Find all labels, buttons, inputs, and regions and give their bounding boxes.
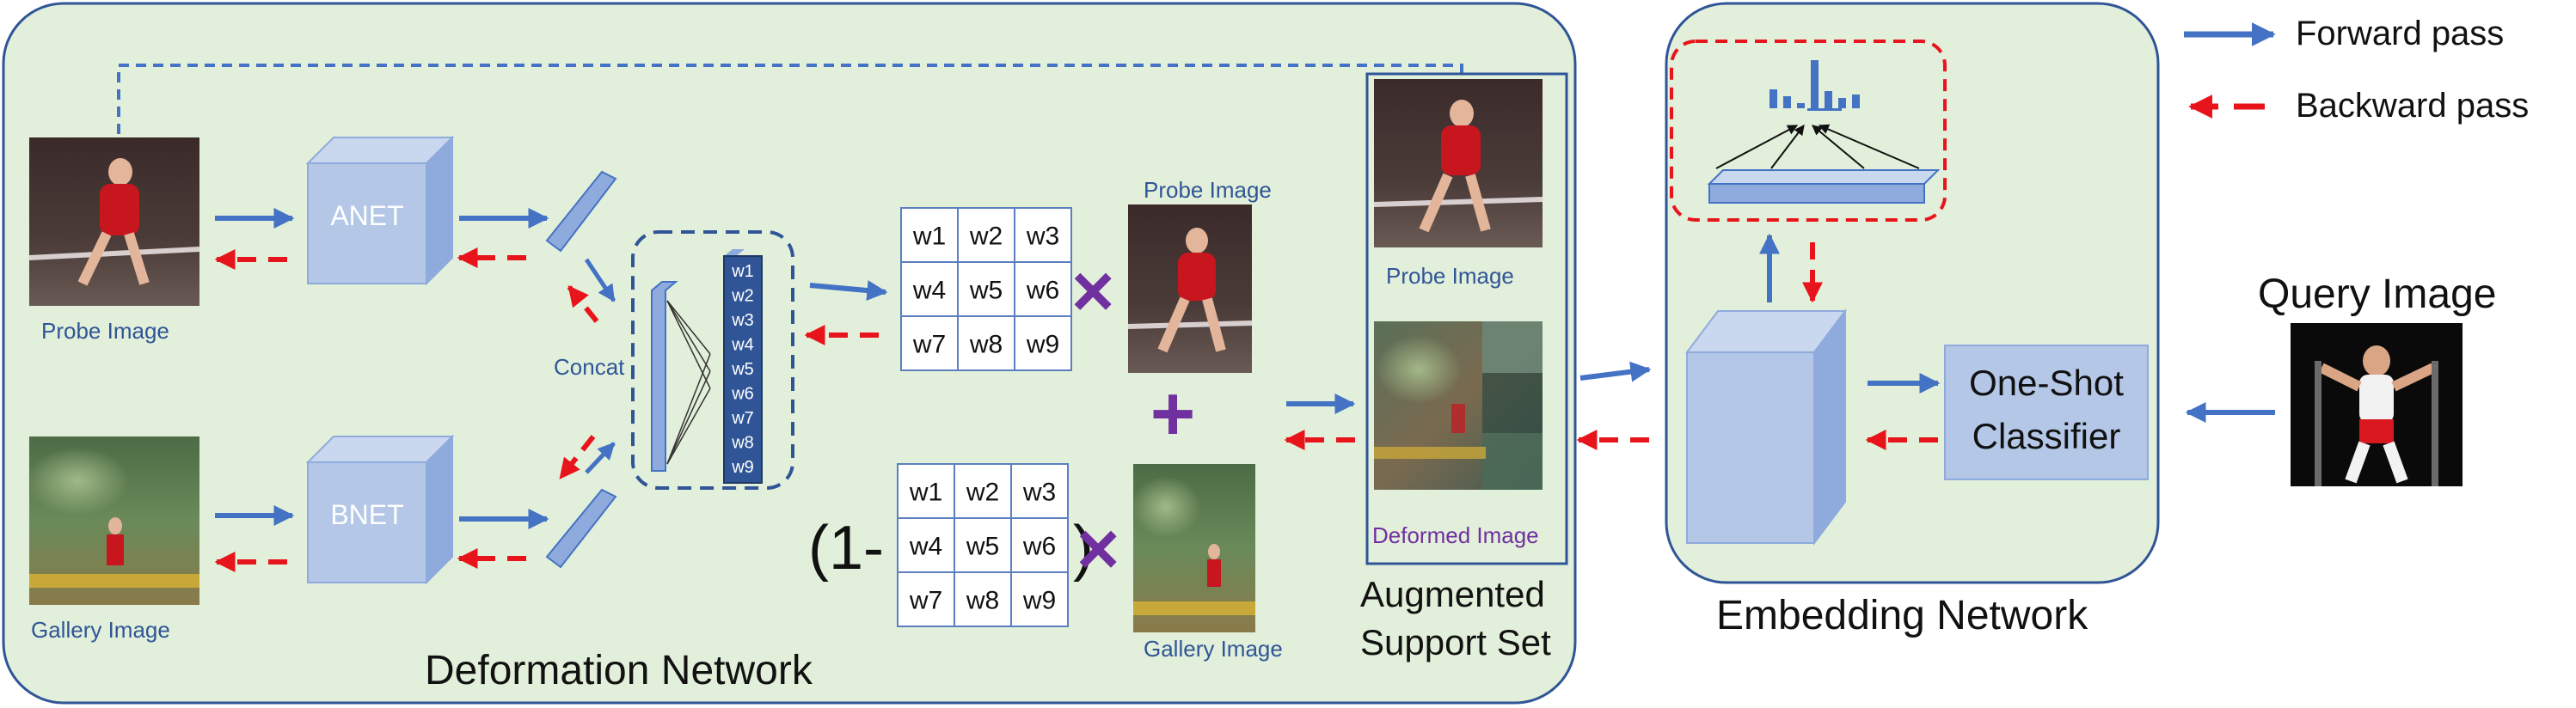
bnet-feature-to-concat-arrow <box>585 442 616 474</box>
gallery-image-right-label: Gallery Image <box>1144 636 1283 662</box>
support-deformed-image-thumbnail <box>1374 321 1543 490</box>
weight-grid-top: w1 w2 w3 w4 w5 w6 w7 w8 w9 <box>900 207 1072 371</box>
probe-image-thumbnail <box>28 137 200 306</box>
weight-grid-cell-label: w8 <box>969 331 1003 359</box>
support-probe-image-thumbnail <box>1373 79 1543 247</box>
weight-grid-cell-label: w2 <box>966 479 999 507</box>
bnet-feature-bar <box>545 488 617 569</box>
weight-grid-cell <box>897 517 955 573</box>
one-shot-classifier-box <box>1944 345 2149 480</box>
weight-grid-cell-label: w1 <box>909 479 942 507</box>
plus-symbol: + <box>1150 371 1196 457</box>
query-image-title: Query Image <box>2258 272 2496 317</box>
weight-grid-cell-label: w4 <box>912 277 946 305</box>
anet-label: ANET <box>330 200 403 231</box>
weight-vector-item: w1 <box>731 262 754 281</box>
embedding-head-dashed-box <box>1670 40 1947 222</box>
weight-grid-cell <box>1010 571 1069 627</box>
weight-vector-item: w7 <box>731 409 754 428</box>
weight-grid-cell <box>900 261 959 317</box>
weight-grid-cell <box>897 571 955 627</box>
legend-backward-label: Backward pass <box>2296 87 2529 125</box>
weight-grid-cell-label: w6 <box>1026 277 1059 305</box>
skip-connection-arrow <box>117 64 1463 134</box>
weight-grid-cell-label: w8 <box>966 587 999 615</box>
one-minus-close: ) <box>1073 514 1094 583</box>
embedding-cnn-block <box>1685 308 1847 546</box>
bnet-label: BNET <box>330 499 403 530</box>
gallery-image-label: Gallery Image <box>31 617 170 643</box>
support-deformed-image-label: Deformed Image <box>1372 522 1539 548</box>
weight-grid-cell <box>1010 463 1069 519</box>
weight-grid-cell <box>957 261 1015 317</box>
gallery-image-right-thumbnail <box>1132 464 1255 632</box>
support-set-title-line1: Augmented <box>1360 574 1545 614</box>
probe-image-label: Probe Image <box>41 318 169 344</box>
weight-vector-bar <box>723 249 763 484</box>
weight-vector-item: w8 <box>731 434 754 453</box>
deformation-network-panel <box>2 2 1577 705</box>
anet-feature-to-concat-arrow <box>584 258 616 302</box>
weight-grid-cell-label: w5 <box>969 277 1003 305</box>
weight-grid-cell-label: w7 <box>909 587 942 615</box>
bnet-block <box>305 434 455 585</box>
weight-grid-cell <box>1010 517 1069 573</box>
weight-grid-cell-label: w3 <box>1022 479 1056 507</box>
embedding-network-title: Embedding Network <box>1716 593 2088 638</box>
weight-grid-cell <box>897 463 955 519</box>
classifier-label-line1: One-Shot <box>1969 363 2124 403</box>
concat-block <box>631 230 794 490</box>
weight-grid-cell-label: w6 <box>1022 533 1056 561</box>
query-image-thumbnail <box>2291 323 2463 486</box>
weight-vector-item: w5 <box>731 360 754 379</box>
weight-grid-cell-label: w5 <box>966 533 999 561</box>
embedding-histogram <box>1769 60 1860 111</box>
support-to-embedding-arrow <box>1579 361 1652 382</box>
support-set-title-line2: Support Set <box>1360 622 1551 662</box>
weight-grid-cell-label: w9 <box>1022 587 1056 615</box>
weight-vector-labels: w1 w2 w3 w4 w5 w6 w7 w8 w9 <box>731 262 754 477</box>
embedding-fc-lines <box>1715 124 1920 169</box>
fc-lines <box>666 300 711 465</box>
concat-label: Concat <box>554 354 625 380</box>
embedding-feature-slab <box>1707 169 1941 204</box>
multiply-symbol-bottom: × <box>1076 508 1119 590</box>
one-minus-open: (1- <box>808 514 884 583</box>
weight-vector-item: w6 <box>731 385 754 404</box>
weight-grid-bottom: w1 w2 w3 w4 w5 w6 w7 w8 w9 <box>897 463 1069 627</box>
weight-grid-cell <box>954 517 1012 573</box>
classifier-label-line2: Classifier <box>1972 416 2121 456</box>
concat-to-anet-backward-arrow <box>567 285 599 323</box>
anet-feature-bar <box>545 170 617 253</box>
weight-vector-item: w4 <box>731 336 754 355</box>
weight-grid-cell-label: w9 <box>1026 331 1059 359</box>
probe-image-right-thumbnail <box>1127 204 1253 373</box>
weight-grid-cell <box>1014 315 1072 371</box>
weights-to-grid-arrow <box>809 280 888 301</box>
deformation-network-title: Deformation Network <box>425 648 813 693</box>
weight-grid-cell-label: w4 <box>909 533 942 561</box>
anet-block <box>305 135 455 286</box>
weight-vector-item: w2 <box>731 287 754 306</box>
concat-to-bnet-backward-arrow <box>558 435 596 479</box>
weight-grid-cell <box>900 207 959 263</box>
weight-vector-item: w3 <box>731 311 754 330</box>
augmented-support-set-box <box>1365 72 1568 565</box>
weight-grid-cell-label: w3 <box>1026 223 1059 251</box>
concat-feature-bar <box>651 281 678 472</box>
weight-grid-cell-label: w2 <box>969 223 1003 251</box>
weight-grid-cell-label: w1 <box>912 223 946 251</box>
legend-forward-label: Forward pass <box>2296 15 2504 52</box>
support-probe-image-label: Probe Image <box>1386 263 1514 289</box>
weight-vector-item: w9 <box>731 458 754 477</box>
weight-grid-cell-label: w7 <box>912 331 946 359</box>
multiply-symbol-top: × <box>1071 250 1114 333</box>
probe-image-right-label: Probe Image <box>1144 177 1272 203</box>
weight-grid-cell <box>900 315 959 371</box>
gallery-image-thumbnail <box>26 436 199 605</box>
